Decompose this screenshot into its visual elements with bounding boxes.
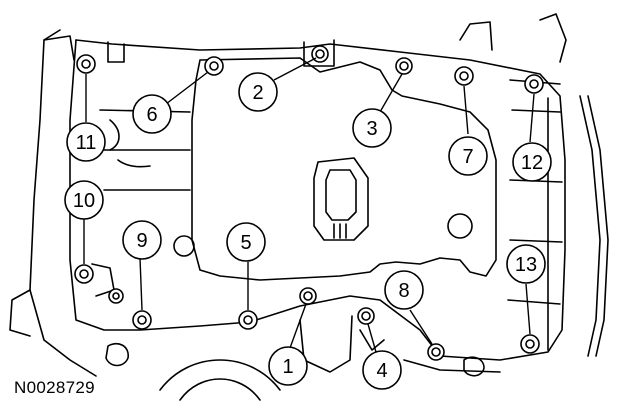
callout-label: 4 xyxy=(376,360,387,382)
callout-label: 13 xyxy=(515,254,537,276)
bolt-4-head xyxy=(357,307,375,325)
bolt-10-head xyxy=(74,264,94,284)
callout-9: 9 xyxy=(122,220,162,260)
bolt-heads xyxy=(74,45,544,361)
leader-lines xyxy=(83,57,535,353)
callout-2: 2 xyxy=(238,72,278,112)
callout-label: 3 xyxy=(366,118,377,140)
callout-label: 10 xyxy=(73,190,95,212)
callouts: 1 2 3 4 5 6 7 8 9 10 11 12 13 xyxy=(64,72,552,390)
callout-label: 5 xyxy=(240,232,251,254)
callout-label: 1 xyxy=(282,356,293,378)
callout-label: 9 xyxy=(136,230,147,252)
callout-10: 10 xyxy=(64,180,104,220)
callout-6: 6 xyxy=(132,94,172,134)
callout-11: 11 xyxy=(66,122,106,162)
bolt-5-head xyxy=(238,310,258,330)
callout-label: 7 xyxy=(462,146,473,168)
bolt-1-head xyxy=(299,287,317,305)
callout-label: 6 xyxy=(146,104,157,126)
callout-5: 5 xyxy=(226,222,266,262)
bolt-13-head xyxy=(520,334,540,354)
engine-linework xyxy=(9,13,609,401)
bolt-3-head xyxy=(395,57,413,75)
callout-label: 2 xyxy=(252,82,263,104)
callout-label: 8 xyxy=(398,280,409,302)
callout-3: 3 xyxy=(352,108,392,148)
figure-id: N0028729 xyxy=(14,378,95,397)
bolt-12-head xyxy=(524,74,544,94)
extra-bolt-head xyxy=(108,288,124,304)
bolt-7-head xyxy=(454,66,474,86)
bolt-9-head xyxy=(132,310,152,330)
callout-7: 7 xyxy=(448,136,488,176)
bolt-6-head xyxy=(204,56,224,76)
bolt-11-head xyxy=(76,54,96,74)
callout-label: 11 xyxy=(76,132,97,154)
callout-4: 4 xyxy=(362,350,402,390)
callout-label: 12 xyxy=(521,152,543,174)
callout-12: 12 xyxy=(512,142,552,182)
callout-8: 8 xyxy=(384,270,424,310)
callout-1: 1 xyxy=(268,346,308,386)
callout-13: 13 xyxy=(506,244,546,284)
bolt-8-head xyxy=(427,343,445,361)
